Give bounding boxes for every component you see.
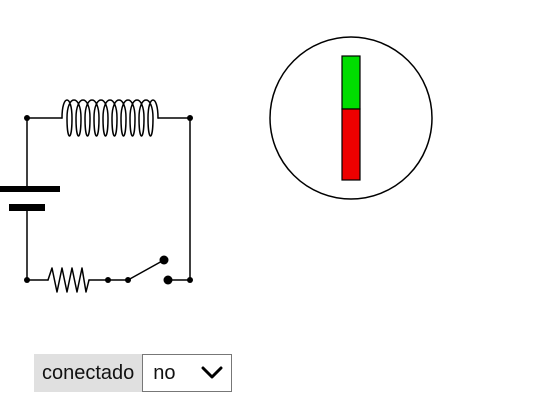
switch-lever [127, 259, 165, 281]
chevron-down-icon [201, 366, 223, 379]
junction-dot [187, 115, 193, 121]
switch-contact [163, 275, 173, 285]
switch-pivot [125, 277, 131, 283]
coil [61, 99, 159, 137]
switch-tip[interactable] [159, 255, 169, 265]
junction-dot [187, 277, 193, 283]
connected-label: conectado [34, 354, 143, 392]
battery-long-plate [0, 186, 60, 192]
junction-dot [24, 277, 30, 283]
junction-dot [105, 277, 111, 283]
compass-needle-north [341, 55, 361, 110]
junction-dot [24, 115, 30, 121]
compass-needle-south [341, 108, 361, 181]
connected-select-value: no [153, 362, 176, 384]
battery-short-plate [9, 204, 45, 211]
connection-control: conectado no [34, 354, 233, 392]
resistor [47, 267, 90, 293]
connected-select[interactable]: no [142, 354, 233, 392]
